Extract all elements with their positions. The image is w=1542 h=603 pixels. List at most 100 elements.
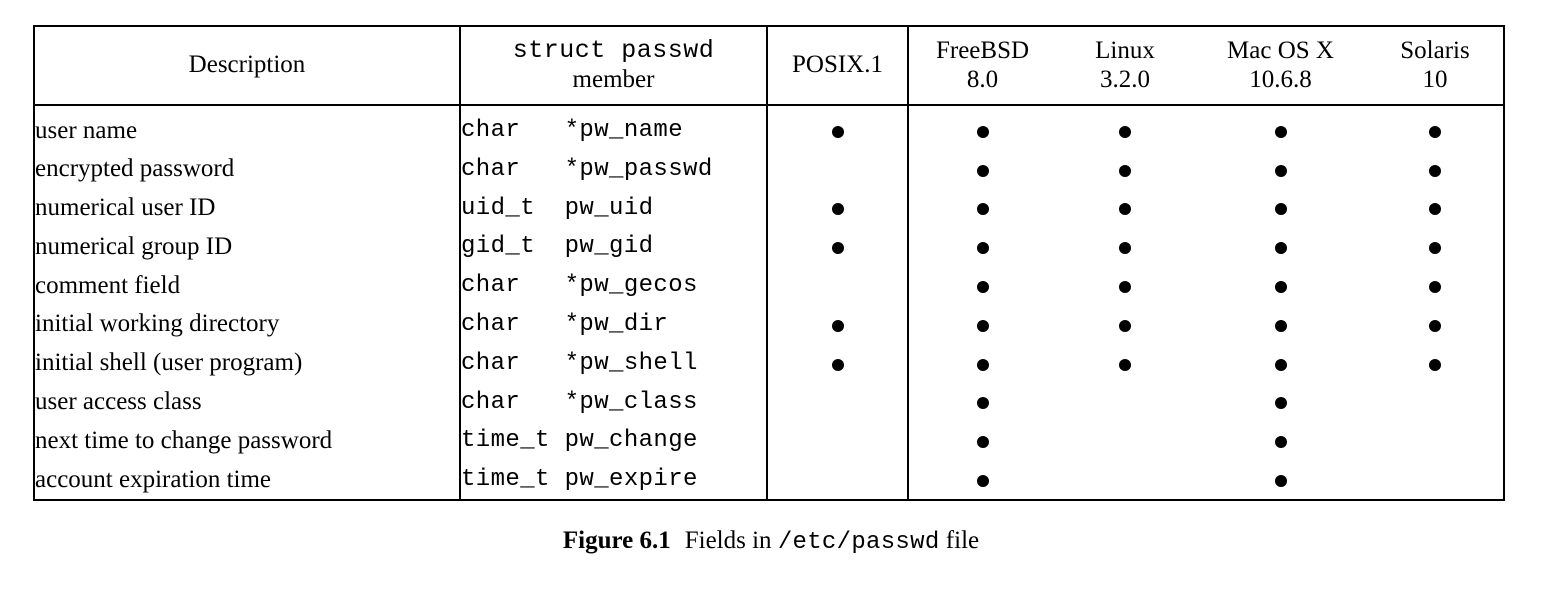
cell-posix bbox=[767, 266, 909, 306]
cell-member: time_t pw_change bbox=[460, 421, 768, 461]
support-dot-icon bbox=[1119, 242, 1131, 255]
support-dot-icon bbox=[1119, 164, 1131, 177]
support-dot-icon bbox=[1429, 164, 1441, 177]
cell-linux bbox=[1056, 305, 1194, 344]
cell-linux bbox=[1056, 189, 1194, 228]
cell-solaris bbox=[1367, 228, 1503, 267]
rule-cell-freebsd bbox=[908, 103, 1056, 112]
cell-solaris bbox=[1367, 460, 1503, 499]
support-dot-icon bbox=[1274, 242, 1287, 255]
column-header-solaris: Solaris 10 bbox=[1367, 27, 1503, 106]
cell-member: char *pw_gecos bbox=[460, 266, 768, 306]
cell-solaris bbox=[1367, 421, 1503, 460]
support-dot-icon bbox=[976, 203, 989, 216]
column-header-description: Description bbox=[35, 27, 461, 106]
header-row: Description struct passwd member POSIX.1… bbox=[35, 27, 1503, 106]
column-header-freebsd-line1: FreeBSD bbox=[935, 37, 1030, 64]
cell-posix bbox=[767, 305, 909, 344]
support-dot-icon bbox=[831, 125, 844, 138]
cell-freebsd bbox=[908, 111, 1056, 150]
support-dot-icon bbox=[1274, 474, 1287, 487]
cell-solaris bbox=[1367, 111, 1503, 150]
support-dot-icon bbox=[1274, 397, 1287, 410]
cell-freebsd bbox=[908, 266, 1056, 305]
cell-freebsd bbox=[908, 344, 1056, 383]
table-header: Description struct passwd member POSIX.1… bbox=[35, 27, 1503, 106]
cell-member: char *pw_passwd bbox=[460, 150, 768, 189]
support-dot-icon bbox=[831, 203, 844, 216]
cell-macosx bbox=[1194, 228, 1367, 267]
column-header-solaris-line2: 10 bbox=[1422, 65, 1448, 93]
cell-freebsd bbox=[908, 460, 1056, 499]
table: Description struct passwd member POSIX.1… bbox=[35, 27, 1503, 499]
cell-description: encrypted password bbox=[35, 150, 461, 189]
cell-member: time_t pw_expire bbox=[460, 460, 768, 499]
support-dot-icon bbox=[1119, 203, 1131, 216]
passwd-fields-table: Description struct passwd member POSIX.1… bbox=[33, 25, 1505, 501]
cell-member: char *pw_shell bbox=[460, 343, 768, 383]
support-dot-icon bbox=[976, 397, 989, 410]
support-dot-icon bbox=[1274, 164, 1287, 177]
cell-linux bbox=[1056, 266, 1194, 305]
cell-posix bbox=[767, 421, 909, 461]
cell-solaris bbox=[1367, 266, 1503, 305]
column-header-macosx-line1: Mac OS X bbox=[1227, 37, 1334, 64]
column-header-member: struct passwd member bbox=[460, 27, 768, 106]
support-dot-icon bbox=[1274, 280, 1287, 293]
cell-member: char *pw_name bbox=[460, 111, 768, 151]
column-header-posix: POSIX.1 bbox=[767, 27, 909, 106]
cell-solaris bbox=[1367, 189, 1503, 228]
support-dot-icon bbox=[1274, 125, 1287, 138]
cell-solaris bbox=[1367, 150, 1503, 189]
support-dot-icon bbox=[831, 358, 844, 371]
cell-description: account expiration time bbox=[35, 460, 461, 499]
cell-posix bbox=[767, 227, 909, 267]
rule-cell-linux bbox=[1056, 103, 1194, 112]
support-dot-icon bbox=[1429, 319, 1441, 332]
column-header-freebsd: FreeBSD 8.0 bbox=[908, 27, 1056, 106]
cell-macosx bbox=[1194, 344, 1367, 383]
cell-macosx bbox=[1194, 305, 1367, 344]
figure-caption-path: /etc/passwd bbox=[777, 529, 940, 556]
cell-macosx bbox=[1194, 266, 1367, 305]
cell-posix bbox=[767, 382, 909, 422]
figure-caption-text-before: Fields in bbox=[684, 527, 772, 554]
cell-macosx bbox=[1194, 189, 1367, 228]
column-header-freebsd-line2: 8.0 bbox=[966, 65, 999, 93]
cell-solaris bbox=[1367, 383, 1503, 422]
support-dot-icon bbox=[1274, 358, 1287, 371]
cell-freebsd bbox=[908, 421, 1056, 460]
cell-description: initial shell (user program) bbox=[35, 343, 461, 383]
support-dot-icon bbox=[831, 319, 844, 332]
support-dot-icon bbox=[1119, 319, 1131, 332]
support-dot-icon bbox=[1429, 242, 1441, 255]
cell-description: next time to change password bbox=[35, 421, 461, 461]
cell-linux bbox=[1056, 344, 1194, 383]
cell-description: comment field bbox=[35, 266, 461, 306]
support-dot-icon bbox=[976, 242, 989, 255]
support-dot-icon bbox=[1429, 358, 1441, 371]
column-header-linux-line2: 3.2.0 bbox=[1100, 65, 1150, 93]
column-header-posix-line1: POSIX.1 bbox=[792, 51, 883, 79]
figure-caption-text-after: file bbox=[945, 527, 980, 554]
rule-cell-macosx bbox=[1194, 103, 1367, 112]
column-header-macosx-line2: 10.6.8 bbox=[1249, 65, 1312, 93]
cell-linux bbox=[1056, 228, 1194, 267]
cell-freebsd bbox=[908, 189, 1056, 228]
cell-linux bbox=[1056, 460, 1194, 499]
cell-freebsd bbox=[908, 383, 1056, 422]
cell-freebsd bbox=[908, 228, 1056, 267]
cell-posix bbox=[767, 188, 909, 228]
support-dot-icon bbox=[1119, 358, 1131, 371]
support-dot-icon bbox=[1274, 203, 1287, 216]
support-dot-icon bbox=[1119, 125, 1131, 138]
cell-member: gid_t pw_gid bbox=[460, 227, 768, 267]
